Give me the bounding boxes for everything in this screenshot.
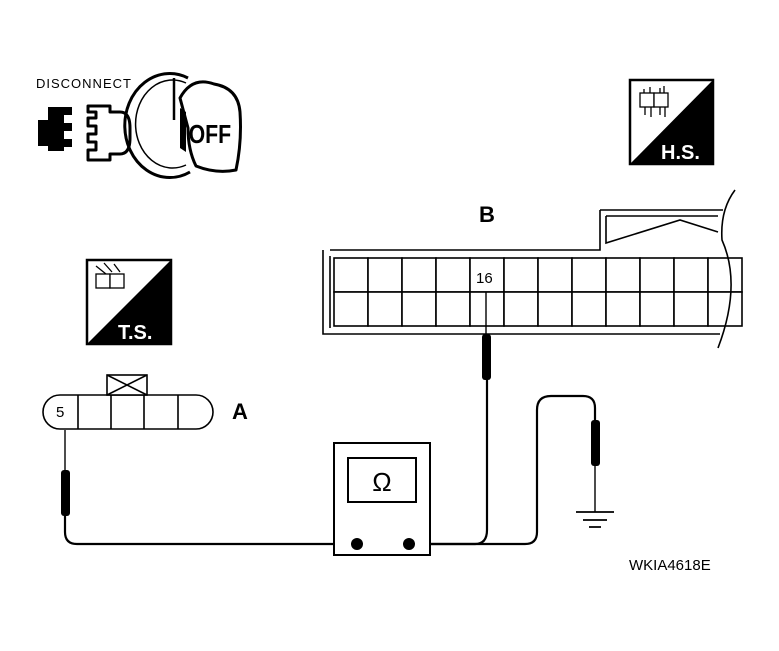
ts-label: T.S.	[118, 322, 152, 344]
connector-b-cavity	[537, 257, 573, 293]
connector-a-label: A	[232, 399, 248, 424]
disconnect-connector-icon: DISCONNECT	[36, 76, 132, 162]
connector-b-cavity	[367, 257, 403, 293]
connector-b-cavity	[571, 257, 607, 293]
hs-label: H.S.	[661, 142, 700, 164]
connector-b-cavity	[333, 291, 369, 327]
connector-b-cavity	[367, 291, 403, 327]
ts-connector-glyph	[95, 262, 125, 289]
ignition-off-label: OFF	[189, 120, 232, 150]
connector-b-cavity	[673, 257, 709, 293]
connector-b-cavity	[639, 291, 675, 327]
connector-b-label: B	[479, 202, 495, 227]
ohmmeter-icon: Ω	[333, 442, 431, 556]
connector-b-cavity	[673, 291, 709, 327]
connector-b-cavity	[469, 257, 505, 293]
connector-male-half	[48, 107, 72, 151]
connector-b-cavity	[469, 291, 505, 327]
connector-b-cavity	[605, 291, 641, 327]
connector-b-cavity	[333, 257, 369, 293]
connector-b: B 16	[322, 189, 743, 349]
pin-b-label: 16	[476, 270, 493, 287]
connector-b-cavity	[401, 257, 437, 293]
hs-connector-glyph	[639, 86, 669, 117]
terminal-side-icon: T.S.	[85, 258, 173, 346]
connector-b-cavity	[707, 291, 743, 327]
lead-wire-a	[63, 516, 355, 546]
meter-terminal-right	[403, 538, 415, 550]
connector-b-cavity	[605, 257, 641, 293]
figure-code: WKIA4618E	[629, 557, 711, 574]
pin-a-label: 5	[56, 404, 64, 421]
connector-b-cavity	[639, 257, 675, 293]
connector-b-cells	[333, 257, 743, 327]
connector-b-cavity	[503, 291, 539, 327]
disconnect-label: DISCONNECT	[36, 76, 132, 91]
connector-a: 5 A	[42, 374, 248, 430]
probe-a	[61, 430, 355, 546]
connector-female-half	[86, 104, 132, 162]
harness-side-icon: H.S.	[628, 78, 715, 166]
connector-b-cavity	[537, 291, 573, 327]
connector-b-cavity	[401, 291, 437, 327]
connector-b-break-line	[717, 189, 736, 349]
key-head	[178, 80, 242, 173]
connector-b-cavity	[435, 291, 471, 327]
meter-terminal-left	[351, 538, 363, 550]
connector-b-cavity	[707, 257, 743, 293]
ground-icon	[576, 511, 614, 528]
connector-b-cavity	[571, 291, 607, 327]
ground-lead	[410, 394, 614, 546]
meter-ohm-symbol: Ω	[372, 467, 391, 497]
connector-b-cavity	[503, 257, 539, 293]
connector-b-cavity	[435, 257, 471, 293]
meter-display	[347, 457, 417, 503]
ignition-key-icon: OFF	[123, 72, 242, 180]
